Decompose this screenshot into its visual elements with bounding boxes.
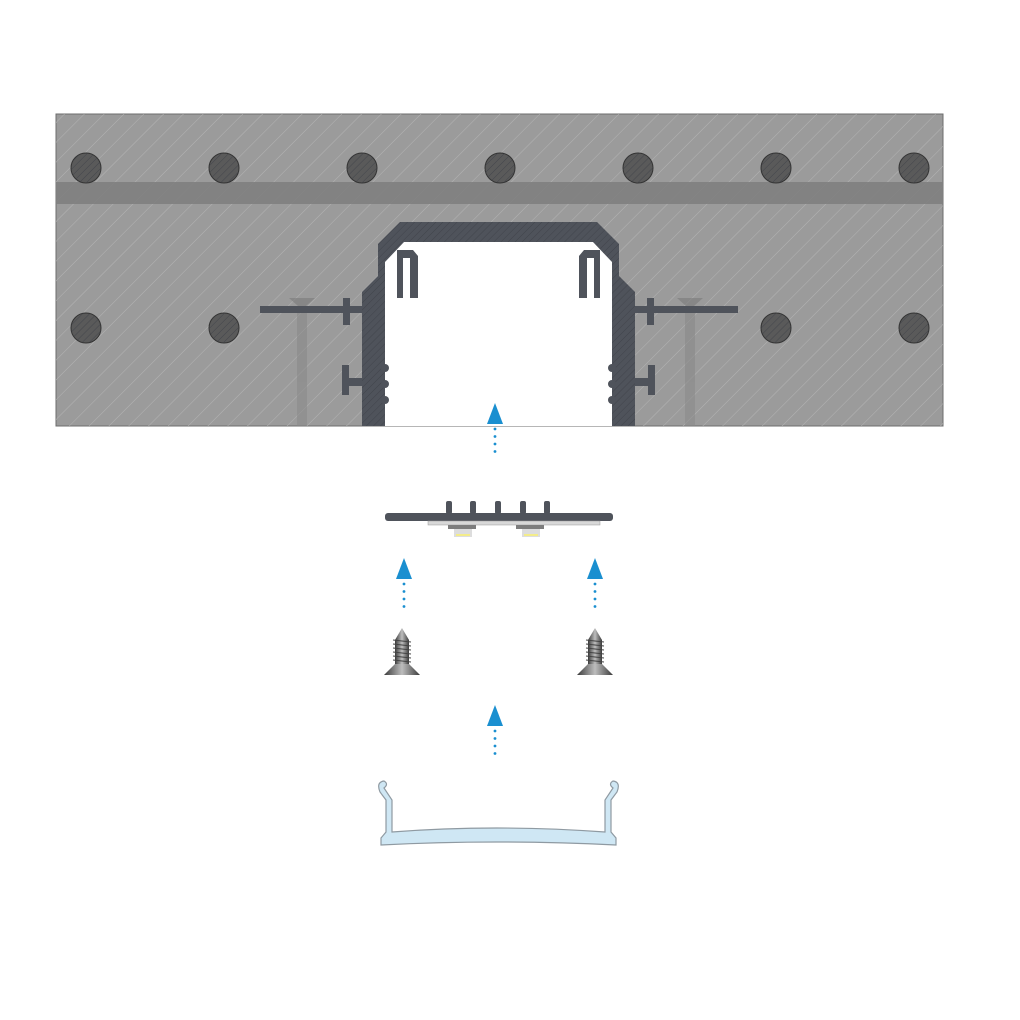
- aluminium-profile: [260, 222, 738, 426]
- heatsink-fin: [446, 501, 452, 514]
- diffuser-cover: [378, 780, 619, 846]
- rebar-group: [70, 152, 930, 344]
- arrow-up-icon: [587, 558, 603, 608]
- arrow-up-icon: [487, 403, 503, 453]
- arrow-up-icon: [396, 558, 412, 608]
- wall-band: [56, 182, 943, 204]
- screw-icon: [384, 628, 420, 675]
- screw-icon: [577, 628, 613, 675]
- mounting-flange-left: [260, 306, 362, 313]
- wall-screw-left: [289, 298, 315, 426]
- heatsink-fin: [495, 501, 501, 514]
- arrow-up-icon: [487, 705, 503, 755]
- heatsink-fin: [470, 501, 476, 514]
- mounting-flange-right: [635, 306, 738, 313]
- heatsink-fin: [544, 501, 550, 514]
- heatsink-fin: [520, 501, 526, 514]
- led-module: [385, 501, 613, 537]
- wall-screw-right: [677, 298, 703, 426]
- led-chip: [516, 525, 544, 537]
- led-chip: [448, 525, 476, 537]
- assembly-arrows: [396, 403, 603, 755]
